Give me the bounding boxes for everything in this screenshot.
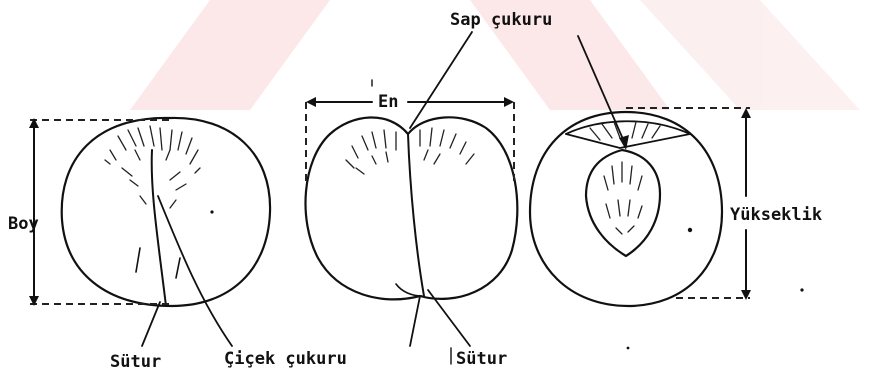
leader-sutur-left xyxy=(142,302,160,346)
label-en: En xyxy=(378,92,398,112)
fruit-front-view xyxy=(306,117,518,299)
leader-sap-cukuru-front xyxy=(410,32,472,128)
label-cicek-cukuru: Çiçek çukuru xyxy=(224,349,347,369)
label-sutur-left: Sütur xyxy=(110,352,161,372)
label-boy: Boy xyxy=(8,214,39,234)
boy-dimension xyxy=(29,118,170,306)
leader-cicek-cukuru xyxy=(158,196,232,346)
yukseklik-dimension xyxy=(626,108,751,300)
label-yukseklik: Yükseklik xyxy=(730,205,822,225)
leader-cicek-mid xyxy=(410,296,420,346)
label-sutur-right: Sütur xyxy=(456,349,507,369)
pit-hatching xyxy=(604,162,642,234)
fruit-side-view xyxy=(62,118,270,306)
label-sap-cukuru: Sap çukuru xyxy=(450,10,552,30)
